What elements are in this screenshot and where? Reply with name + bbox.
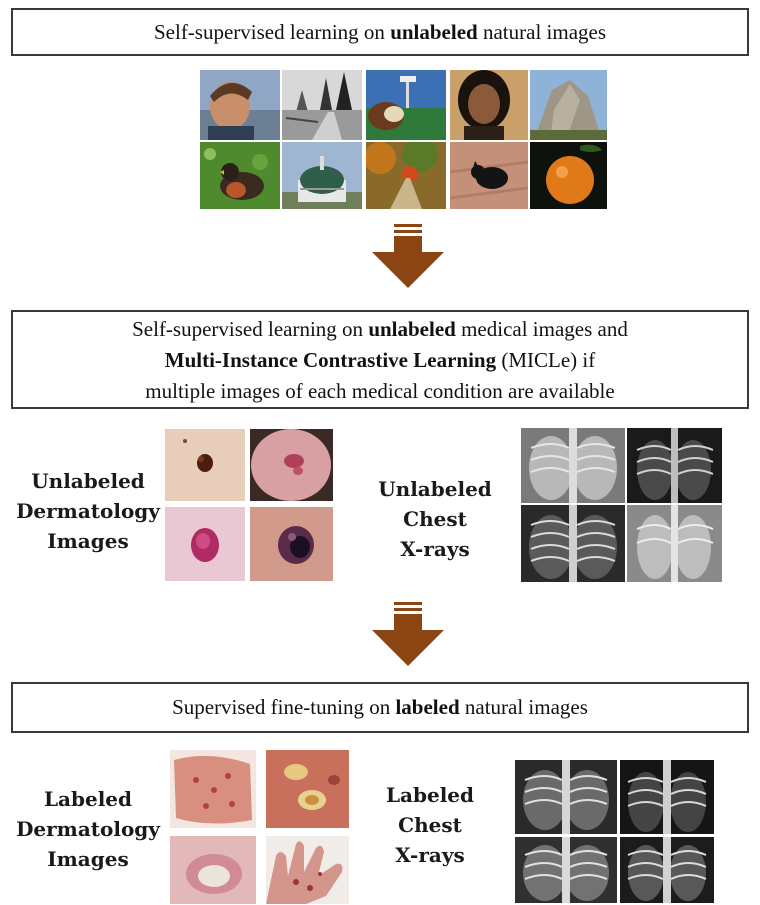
- derm-image: [165, 507, 245, 581]
- derm-image: [266, 836, 349, 904]
- arrow-stripe: [394, 224, 422, 227]
- arrow-head: [372, 630, 444, 666]
- stage2-line1: Self-supervised learning on unlabeled me…: [13, 314, 747, 345]
- label-line: Images: [8, 844, 168, 874]
- label-line: Dermatology: [8, 814, 168, 844]
- xray-image: [627, 505, 722, 582]
- derm-image: [165, 429, 245, 501]
- xray-image: [515, 760, 617, 834]
- unlabeled-dermatology-label: Unlabeled Dermatology Images: [8, 466, 168, 556]
- natural-image-orange-fruit: [530, 142, 607, 209]
- stage3-text-after: natural images: [460, 695, 588, 719]
- natural-image-autumn-trees: [366, 142, 446, 209]
- arrow-shaft: [394, 236, 422, 252]
- label-line: Labeled: [8, 784, 168, 814]
- label-line: X-rays: [360, 534, 510, 564]
- stage2-line1-bold: unlabeled: [368, 317, 456, 341]
- label-line: X-rays: [375, 840, 485, 870]
- stage2-title-box: Self-supervised learning on unlabeled me…: [11, 310, 749, 409]
- stage2-line2-after: (MICLe) if: [496, 348, 595, 372]
- derm-image: [266, 750, 349, 828]
- stage1-text-bold: unlabeled: [390, 20, 478, 44]
- stage2-line2: Multi-Instance Contrastive Learning (MIC…: [13, 345, 747, 376]
- stage3-text-bold: labeled: [395, 695, 459, 719]
- stage2-line2-bold: Multi-Instance Contrastive Learning: [165, 348, 496, 372]
- derm-image: [250, 507, 333, 581]
- natural-image-woman-portrait: [450, 70, 528, 140]
- derm-image: [250, 429, 333, 501]
- stage1-text-before: Self-supervised learning on: [154, 20, 390, 44]
- label-line: Chest: [360, 504, 510, 534]
- natural-image-baseball-stadium: [366, 70, 446, 140]
- xray-image: [627, 428, 722, 503]
- label-line: Unlabeled: [360, 474, 510, 504]
- xray-image: [620, 760, 714, 834]
- natural-image-domed-building: [282, 142, 362, 209]
- stage2-line3: multiple images of each medical conditio…: [13, 376, 747, 407]
- xray-image: [620, 837, 714, 903]
- derm-image: [170, 750, 256, 828]
- derm-image: [170, 836, 256, 904]
- natural-image-black-cat: [450, 142, 528, 209]
- down-arrow-icon: [372, 222, 444, 292]
- label-line: Chest: [375, 810, 485, 840]
- xray-image: [515, 837, 617, 903]
- xray-image: [521, 505, 625, 582]
- unlabeled-xray-label: Unlabeled Chest X-rays: [360, 474, 510, 564]
- labeled-xray-label: Labeled Chest X-rays: [375, 780, 485, 870]
- label-line: Unlabeled: [8, 466, 168, 496]
- natural-image-bird: [200, 142, 280, 209]
- stage1-title-box: Self-supervised learning on unlabeled na…: [11, 8, 749, 56]
- stage2-line1-after: medical images and: [456, 317, 628, 341]
- down-arrow-icon: [372, 600, 444, 670]
- label-line: Dermatology: [8, 496, 168, 526]
- stage3-title-box: Supervised fine-tuning on labeled natura…: [11, 682, 749, 733]
- arrow-stripe: [394, 608, 422, 611]
- labeled-dermatology-label: Labeled Dermatology Images: [8, 784, 168, 874]
- label-line: Labeled: [375, 780, 485, 810]
- label-line: Images: [8, 526, 168, 556]
- arrow-shaft: [394, 614, 422, 630]
- stage2-line1-before: Self-supervised learning on: [132, 317, 368, 341]
- natural-image-rock-mountain: [530, 70, 607, 140]
- natural-image-road-landscape: [282, 70, 362, 140]
- stage3-text-before: Supervised fine-tuning on: [172, 695, 395, 719]
- natural-image-man-portrait: [200, 70, 280, 140]
- arrow-stripe: [394, 602, 422, 605]
- arrow-head: [372, 252, 444, 288]
- xray-image: [521, 428, 625, 503]
- stage1-text-after: natural images: [478, 20, 606, 44]
- arrow-stripe: [394, 230, 422, 233]
